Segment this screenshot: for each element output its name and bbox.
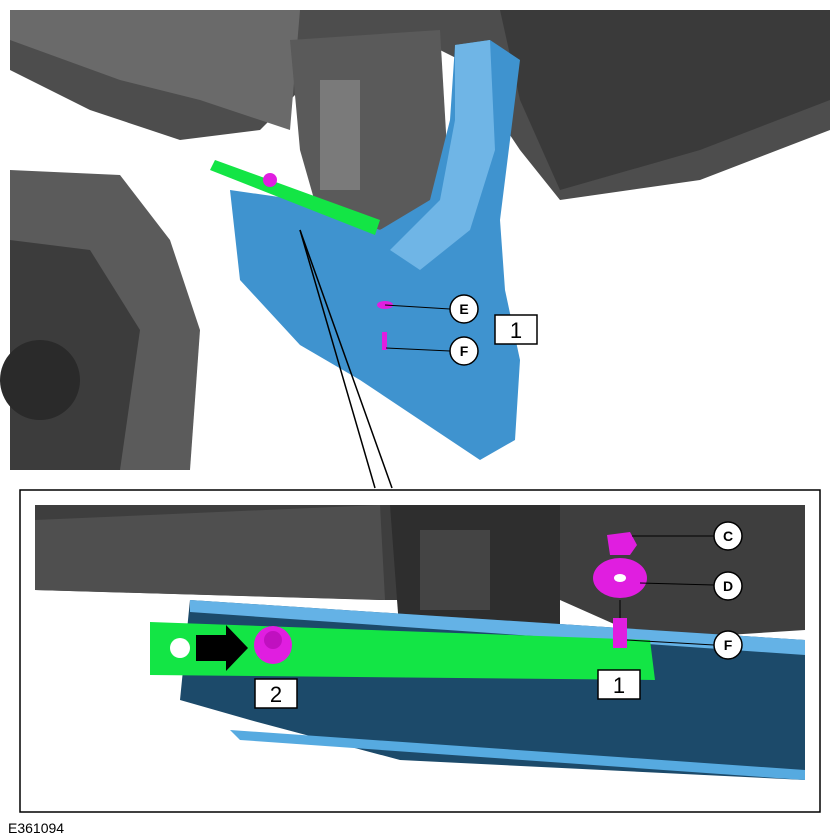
bolt-f (382, 332, 387, 350)
item-box-1-detail: 1 (597, 669, 641, 700)
svg-text:C: C (723, 528, 733, 544)
stud-f (613, 618, 627, 648)
detail-view (19, 489, 821, 813)
callout-d: D (713, 571, 743, 601)
figure-id: E361094 (8, 820, 65, 836)
nut-c (607, 532, 637, 555)
callout-c: C (713, 521, 743, 551)
svg-text:F: F (460, 343, 469, 359)
callout-f-detail: F (713, 630, 743, 660)
svg-text:D: D (723, 578, 733, 594)
svg-text:1: 1 (510, 318, 522, 343)
callout-e: E (449, 294, 479, 324)
svg-text:1: 1 (613, 673, 625, 698)
bracket (210, 160, 380, 235)
item-box-2: 2 (254, 678, 298, 709)
callout-f: F (449, 336, 479, 366)
top-view (0, 10, 830, 489)
svg-text:F: F (724, 637, 733, 653)
svg-text:2: 2 (270, 682, 282, 707)
mud-flap (230, 40, 520, 460)
svg-text:E: E (459, 301, 468, 317)
nut (263, 173, 277, 187)
arrow-icon (196, 625, 248, 671)
item-box-1: 1 (494, 314, 538, 345)
